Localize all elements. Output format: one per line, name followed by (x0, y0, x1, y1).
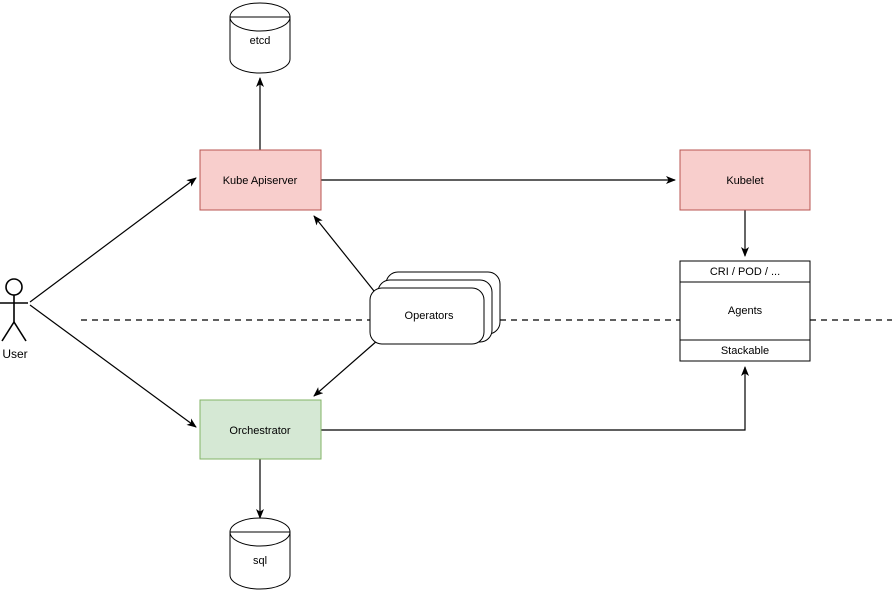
edge-user-to-apiserver (29, 177, 197, 303)
actor-user-label: User (2, 347, 27, 361)
node-kube-apiserver: Kube Apiserver (199, 149, 322, 211)
node-etcd-label: etcd (250, 35, 271, 47)
node-sql: sql (229, 517, 291, 590)
node-kubelet: Kubelet (679, 149, 811, 211)
agents-box-body-label: Agents (728, 305, 763, 317)
node-sql-label: sql (253, 555, 267, 567)
node-orchestrator: Orchestrator (199, 399, 322, 460)
edge-operators-to-apiserver (313, 215, 379, 297)
node-kube-apiserver-label: Kube Apiserver (223, 175, 298, 187)
edge-operators-to-orchestrator (313, 339, 379, 397)
agents-box-footer-label: Stackable (721, 345, 769, 357)
node-agents-box: CRI / POD / ... Agents Stackable (679, 260, 811, 362)
actor-user: User (0, 278, 28, 361)
node-etcd: etcd (229, 2, 291, 74)
node-kubelet-label: Kubelet (726, 175, 763, 187)
edge-user-to-orchestrator (29, 304, 197, 428)
node-operators: Operators (369, 271, 501, 345)
edge-orchestrator-to-stackable (321, 366, 749, 431)
node-orchestrator-label: Orchestrator (229, 425, 290, 437)
node-operators-label: Operators (405, 310, 454, 322)
agents-box-header-label: CRI / POD / ... (710, 266, 780, 278)
